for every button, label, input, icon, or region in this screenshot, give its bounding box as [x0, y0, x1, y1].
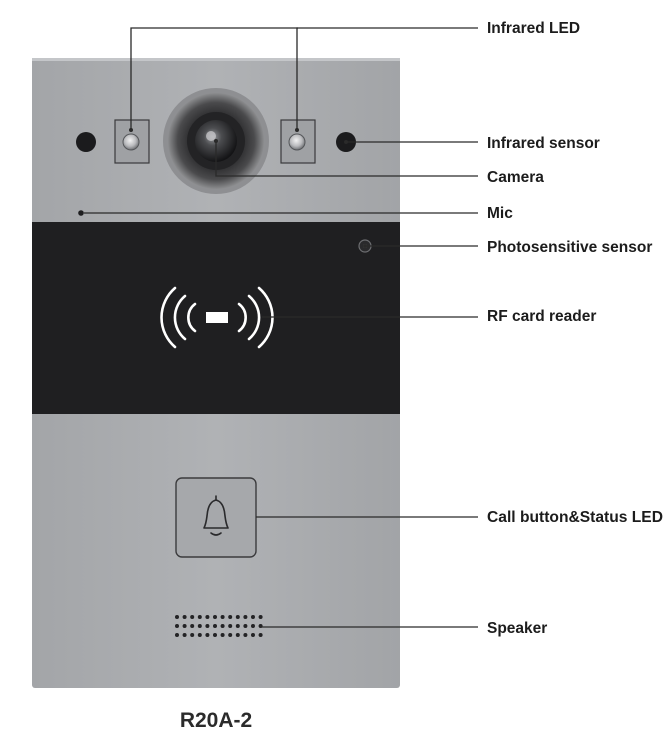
label-mic: Mic [487, 205, 513, 222]
speaker-hole [205, 624, 210, 628]
speaker-hole [220, 633, 225, 637]
speaker-hole [175, 624, 179, 628]
model-name: R20A-2 [180, 709, 252, 732]
speaker-hole [175, 615, 179, 619]
speaker-hole [197, 624, 202, 628]
bell-icon [203, 495, 229, 536]
speaker-hole [243, 624, 248, 628]
label-photosensitive-sensor: Photosensitive sensor [487, 239, 652, 256]
speaker-hole [220, 624, 225, 628]
rf-band [32, 222, 400, 414]
speaker-hole [243, 615, 248, 619]
label-rf-card-reader: RF card reader [487, 308, 596, 325]
speaker-hole [235, 624, 240, 628]
speaker-hole [220, 615, 225, 619]
speaker-hole [258, 615, 263, 619]
speaker-hole [197, 615, 202, 619]
speaker-hole [228, 615, 233, 619]
callout-labels: Infrared LED Infrared sensor Camera Mic … [487, 20, 663, 637]
label-camera: Camera [487, 169, 544, 186]
infrared-led-left [114, 119, 150, 164]
speaker-hole [182, 633, 187, 637]
speaker-hole [175, 633, 179, 637]
speaker-hole [213, 624, 217, 628]
label-speaker: Speaker [487, 620, 547, 637]
speaker-hole [205, 615, 210, 619]
label-call-button: Call button&Status LED [487, 509, 663, 526]
label-infrared-led: Infrared LED [487, 20, 580, 37]
speaker-hole [182, 615, 187, 619]
rfid-waves-icon [160, 286, 274, 349]
speaker-grille [175, 615, 263, 637]
speaker-hole [182, 624, 187, 628]
speaker-hole [258, 633, 263, 637]
speaker-hole [190, 624, 195, 628]
speaker-hole [205, 633, 210, 637]
speaker-hole [190, 633, 195, 637]
mic-hole [78, 210, 84, 216]
speaker-hole [228, 624, 233, 628]
speaker-hole [235, 615, 240, 619]
panel-top-highlight [32, 58, 400, 61]
speaker-hole [213, 615, 217, 619]
speaker-hole [251, 615, 255, 619]
speaker-hole [190, 615, 195, 619]
leader-lines [84, 27, 478, 628]
speaker-hole [243, 633, 248, 637]
label-infrared-sensor: Infrared sensor [487, 135, 600, 152]
infrared-sensor-left [76, 132, 96, 152]
speaker-hole [251, 624, 255, 628]
speaker-hole [251, 633, 255, 637]
speaker-hole [197, 633, 202, 637]
call-button [175, 477, 257, 558]
speaker-hole [228, 633, 233, 637]
speaker-hole [235, 633, 240, 637]
infrared-led-right [280, 119, 316, 164]
speaker-hole [213, 633, 217, 637]
